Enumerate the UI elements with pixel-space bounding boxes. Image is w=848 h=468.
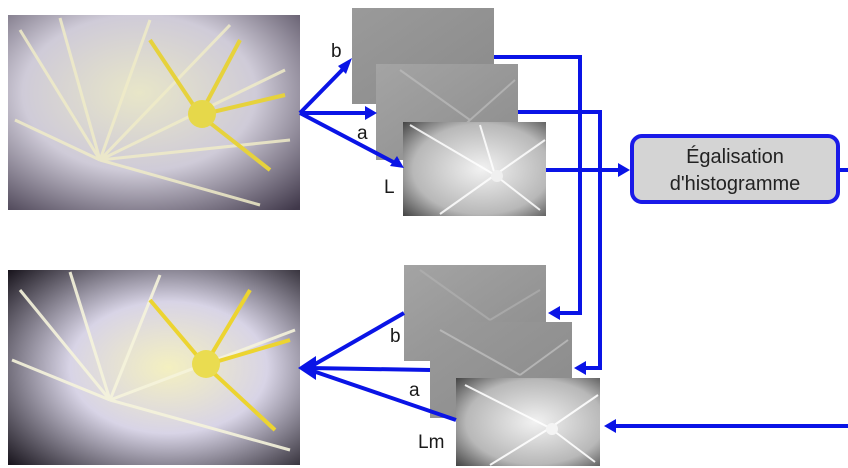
process-box-line2: d'histogramme [670,173,801,195]
label-bottom-a: a [409,380,420,401]
bottom-channel-Lm-image [456,378,600,466]
input-color-image [8,15,300,210]
label-bottom-Lm: Lm [418,432,444,453]
arrow-to-b [298,64,348,115]
arrow-bottom-a-to-output [309,366,431,372]
process-box-line1: Égalisation [686,145,784,168]
histogram-equalization-box: Égalisation d'histogramme [630,134,840,204]
arrow-bottom-b-to-output [309,311,405,369]
connector-arrows [298,55,848,428]
arrowheads [298,58,630,433]
arrow-bottom-Lm-to-output [309,368,457,422]
top-channel-L-image [403,122,546,216]
output-color-image [8,270,300,465]
arrow-b-route [494,55,582,315]
label-top-b: b [331,41,342,62]
label-bottom-b: b [390,326,401,347]
arrow-to-L [299,111,398,166]
label-top-a: a [357,123,368,144]
label-top-L: L [384,177,395,198]
arrow-a-route [518,110,602,370]
